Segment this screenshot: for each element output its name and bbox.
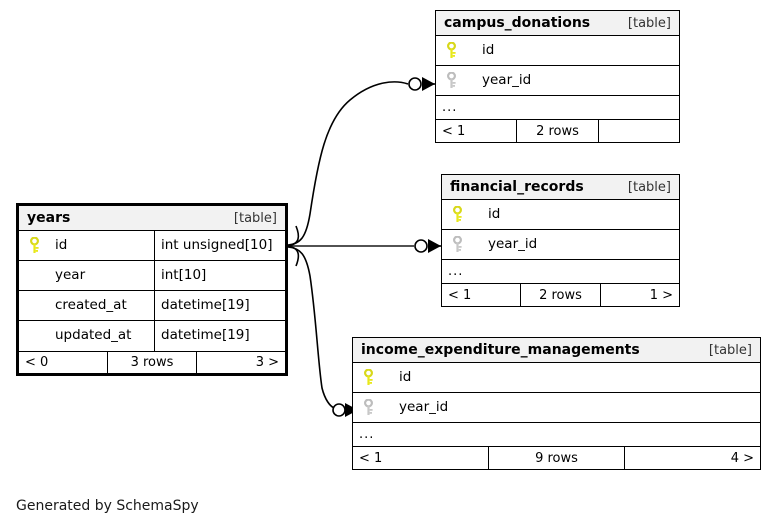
table-footer-campus_donations: < 1 2 rows	[436, 120, 679, 142]
more-columns-ellipsis: ...	[436, 96, 679, 120]
column-name: year_id	[399, 398, 449, 415]
column-name-cell: id	[19, 231, 155, 260]
relationship-years-campus_donations	[287, 77, 435, 246]
table-title: financial_records	[450, 179, 584, 195]
column-name: id	[399, 368, 412, 385]
table-title: years	[27, 210, 71, 226]
column-list: id year_id ...	[353, 363, 760, 447]
cardinality-one-fan	[287, 225, 300, 267]
column-name-cell: created_at	[19, 291, 155, 320]
column-type: datetime[19]	[161, 327, 250, 344]
key-icon	[359, 369, 377, 386]
table-footer-financial_records: < 1 2 rows 1 >	[442, 284, 679, 306]
table-box-financial_records[interactable]: financial_records [table] id	[441, 174, 680, 307]
table-box-years[interactable]: years [table] id int unsigned[10	[16, 203, 288, 376]
key-icon	[442, 42, 460, 59]
column-row[interactable]: id	[442, 200, 679, 230]
footer-row-count: 2 rows	[517, 120, 599, 142]
column-type: int[10]	[161, 266, 207, 283]
column-name-cell: year_id	[436, 66, 679, 95]
footer-parent-count: < 1	[353, 447, 489, 469]
column-list: id year_id ...	[442, 200, 679, 284]
column-list: id int unsigned[10] year int[10] created…	[19, 231, 285, 351]
footer-child-count: 4 >	[730, 450, 754, 466]
column-name-cell: year	[19, 261, 155, 290]
column-list: id year_id ...	[436, 36, 679, 120]
column-row[interactable]: id int unsigned[10]	[19, 231, 285, 261]
generated-by-caption: Generated by SchemaSpy	[16, 498, 199, 514]
table-header-campus_donations: campus_donations [table]	[436, 11, 679, 36]
more-columns-ellipsis: ...	[353, 423, 760, 447]
column-name: id	[488, 205, 501, 222]
table-title: income_expenditure_managements	[361, 342, 640, 358]
column-name: id	[482, 41, 495, 58]
table-footer-years: < 0 3 rows 3 >	[19, 351, 285, 373]
key-icon	[359, 399, 377, 416]
column-row[interactable]: year int[10]	[19, 261, 285, 291]
column-type: int unsigned[10]	[161, 236, 273, 253]
key-icon	[448, 236, 466, 253]
key-icon	[442, 72, 460, 89]
footer-parent-count: < 1	[442, 284, 522, 306]
column-name-cell: year_id	[353, 393, 760, 422]
column-name-cell: id	[353, 363, 760, 392]
footer-row-count: 9 rows	[489, 447, 625, 469]
column-row[interactable]: created_at datetime[19]	[19, 291, 285, 321]
footer-child-count: 3 >	[255, 355, 279, 370]
relationship-years-income_expenditure_managements	[287, 246, 358, 417]
table-header-financial_records: financial_records [table]	[442, 175, 679, 200]
table-title: campus_donations	[444, 15, 591, 31]
footer-child-count	[599, 120, 679, 142]
column-name: id	[55, 236, 68, 253]
column-name: updated_at	[55, 327, 132, 344]
table-box-income_expenditure_managements[interactable]: income_expenditure_managements [table] i…	[352, 337, 761, 470]
footer-parent-count: < 1	[436, 120, 518, 142]
column-name-cell: id	[442, 200, 679, 229]
column-type: datetime[19]	[161, 296, 250, 313]
key-icon	[448, 206, 466, 223]
column-row[interactable]: year_id	[442, 230, 679, 260]
column-row[interactable]: year_id	[353, 393, 760, 423]
table-kind-label: [table]	[627, 15, 671, 31]
column-name-cell: year_id	[442, 230, 679, 259]
table-kind-label: [table]	[233, 210, 277, 226]
cardinality-zero-marker	[414, 239, 428, 253]
footer-parent-count: < 0	[19, 352, 108, 373]
cardinality-zero-marker	[408, 77, 422, 91]
table-footer-income_expenditure_managements: < 1 9 rows 4 >	[353, 447, 760, 469]
column-name: created_at	[55, 296, 127, 313]
column-row[interactable]: id	[353, 363, 760, 393]
footer-child-count: 1 >	[649, 287, 673, 303]
column-row[interactable]: updated_at datetime[19]	[19, 321, 285, 351]
column-name: year_id	[488, 235, 538, 252]
table-kind-label: [table]	[708, 342, 752, 358]
column-name-cell: updated_at	[19, 321, 155, 351]
table-kind-label: [table]	[627, 179, 671, 195]
more-columns-ellipsis: ...	[442, 260, 679, 284]
table-header-income_expenditure_managements: income_expenditure_managements [table]	[353, 338, 760, 363]
cardinality-zero-marker	[332, 403, 346, 417]
relationship-years-financial_records	[288, 239, 441, 253]
column-name: year	[55, 266, 86, 283]
column-row[interactable]: id	[436, 36, 679, 66]
column-name-cell: id	[436, 36, 679, 65]
footer-row-count: 3 rows	[108, 352, 197, 373]
column-row[interactable]: year_id	[436, 66, 679, 96]
footer-row-count: 2 rows	[521, 284, 601, 306]
table-box-campus_donations[interactable]: campus_donations [table] id	[435, 10, 680, 143]
key-icon	[25, 237, 43, 254]
table-header-years: years [table]	[19, 206, 285, 231]
column-name: year_id	[482, 71, 532, 88]
